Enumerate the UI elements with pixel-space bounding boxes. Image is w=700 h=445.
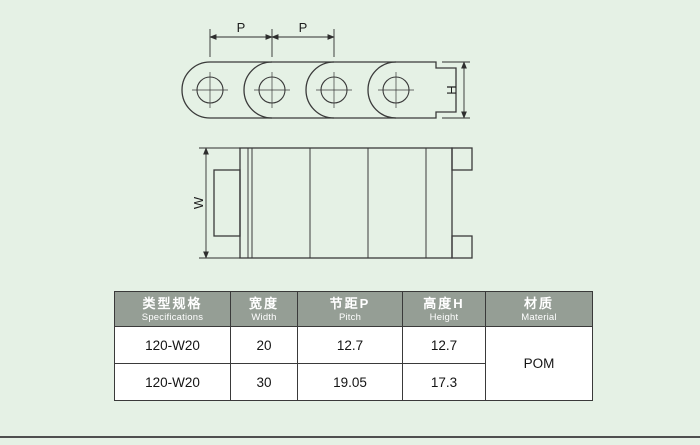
header-material: 材质 Material [485, 291, 593, 327]
pitch-dim-label: P [299, 20, 308, 35]
header-specifications-zh: 类型规格 [142, 295, 203, 311]
header-height-zh: 高度H [423, 295, 465, 311]
chain-body [239, 147, 453, 259]
header-height: 高度H Height [402, 291, 486, 327]
left-link-plate [213, 169, 241, 237]
cell-pitch: 19.05 [297, 363, 403, 401]
chain-outline [181, 61, 457, 119]
header-material-en: Material [521, 311, 557, 323]
cell-material: POM [485, 326, 593, 401]
chain-top-view-drawing: W [191, 147, 473, 259]
cell-height: 12.7 [402, 326, 486, 364]
table-row: 120-W20 30 19.05 17.3 [114, 363, 593, 401]
dimension-lines [199, 147, 240, 259]
right-tab-top [451, 147, 473, 171]
table-row: 120-W20 20 12.7 12.7 POM [114, 326, 593, 401]
header-width: 宽度 Width [230, 291, 298, 327]
pitch-dim-label: P [237, 20, 246, 35]
center-marks [192, 72, 414, 108]
header-pitch-en: Pitch [338, 311, 362, 323]
bottom-divider [0, 436, 700, 438]
link-arc [305, 61, 335, 119]
cell-width: 20 [230, 326, 298, 364]
table-header-row: 类型规格 Specifications 宽度 Width 节距P Pitch 高… [114, 291, 593, 327]
header-height-en: Height [429, 311, 459, 323]
link-arc [243, 61, 273, 119]
cell-pitch: 12.7 [297, 326, 403, 364]
width-dim-label: W [191, 196, 206, 209]
header-width-zh: 宽度 [248, 295, 279, 311]
link-divider-lines [247, 148, 427, 258]
cell-spec: 120-W20 [114, 363, 231, 401]
specification-table: 类型规格 Specifications 宽度 Width 节距P Pitch 高… [114, 291, 593, 401]
header-specifications: 类型规格 Specifications [114, 291, 231, 327]
header-material-zh: 材质 [523, 295, 554, 311]
height-dim-label: H [444, 85, 459, 94]
header-pitch-zh: 节距P [329, 295, 371, 311]
link-arc [367, 61, 397, 119]
header-specifications-en: Specifications [141, 311, 204, 323]
cell-height: 17.3 [402, 363, 486, 401]
cell-width: 30 [230, 363, 298, 401]
dimension-lines [209, 29, 470, 119]
chain-side-view-drawing: P P H [181, 20, 470, 119]
cell-spec: 120-W20 [114, 326, 231, 364]
header-pitch: 节距P Pitch [297, 291, 403, 327]
header-width-en: Width [251, 311, 277, 323]
right-tab-bottom [451, 235, 473, 259]
